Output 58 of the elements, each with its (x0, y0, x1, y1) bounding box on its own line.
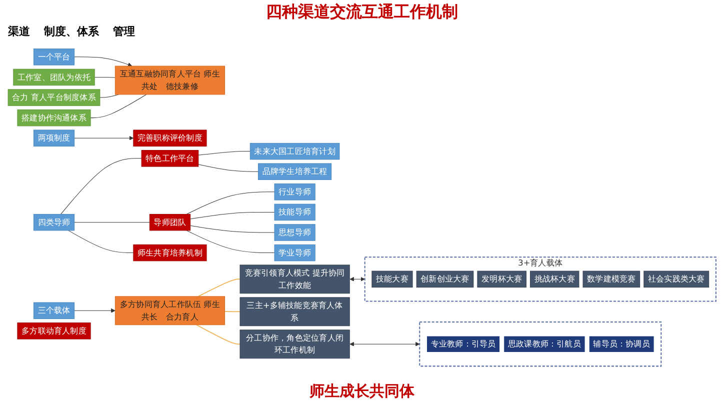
connector (224, 311, 240, 312)
connector (74, 222, 150, 223)
connector (186, 230, 275, 254)
connector (196, 324, 240, 345)
node-box: 挑战杯大赛 (530, 270, 580, 288)
node-box: 社会实践类大赛 (644, 270, 710, 288)
column-heading: 管理 (113, 25, 135, 38)
diagram-caption: 师生成长共同体 (308, 382, 416, 401)
arrow (74, 136, 134, 140)
node-box: 发明杯大赛 (477, 270, 526, 288)
node-box: 合力 育人平台制度体系 (8, 89, 100, 106)
connector (198, 151, 250, 156)
node-box: 竞赛引领育人模式 提升协同工作效能 (240, 264, 350, 294)
node-box: 专业教师：引导员 (426, 336, 500, 352)
connector (100, 94, 119, 98)
node-box: 导师团队 (149, 214, 191, 231)
connector (190, 225, 275, 233)
connector (90, 94, 147, 118)
connector (60, 158, 142, 214)
connector (198, 164, 259, 172)
node-box: 品牌学生培养工程 (258, 163, 332, 180)
node-box: 多方协同育人工作队伍 师生共长 合力育人 (114, 296, 226, 326)
node-box: 未来大国工匠培育计划 (250, 142, 340, 160)
connector (190, 212, 275, 220)
column-heading: 制度、体系 (44, 25, 99, 38)
node-box: 思政课教师：引航员 (504, 336, 586, 352)
connector (198, 278, 240, 297)
node-box: 行业导师 (274, 184, 316, 200)
node-box: 三主+多辅技能竞赛育人体系 (240, 297, 350, 326)
node-box: 技能大赛 (372, 270, 413, 288)
node-box: 师生共育培养机制 (133, 244, 207, 262)
arrow (350, 276, 366, 282)
node-box: 技能导师 (274, 204, 316, 221)
node-box: 四类导师 (33, 214, 75, 231)
column-heading: 渠道 (8, 25, 30, 38)
node-box: 辅导员：协调员 (588, 336, 654, 352)
node-box: 特色工作平台 (141, 150, 199, 167)
node-box: 分工协作，角色定位育人闭环工作机制 (240, 330, 350, 359)
node-box: 工作室、团队为依托 (13, 68, 95, 86)
node-box: 数学建模竞赛 (582, 270, 640, 288)
diagram-title: 四种渠道交流互通工作机制 (265, 2, 459, 23)
arrow (74, 308, 116, 313)
node-box: 三个载体 (33, 302, 75, 319)
node-box: 互通互融协同育人平台 师生共处 德技兼修 (114, 66, 226, 95)
node-box: 创新创业大赛 (416, 270, 474, 288)
node-box: 多方联动育人制度 (17, 322, 91, 340)
connector (94, 76, 116, 78)
connector (68, 230, 134, 254)
arrow (350, 342, 420, 346)
node-box: 两项制度 (33, 130, 75, 146)
arrow (74, 56, 132, 67)
node-box: 思想导师 (274, 224, 316, 241)
cluster (419, 322, 662, 367)
node-box: 搭建协作沟通体系 (17, 109, 91, 126)
connector (186, 192, 275, 214)
node-box: 一个平台 (33, 48, 75, 66)
node-box: 学业导师 (274, 244, 316, 262)
node-box: 完善职称评价制度 (133, 130, 207, 146)
